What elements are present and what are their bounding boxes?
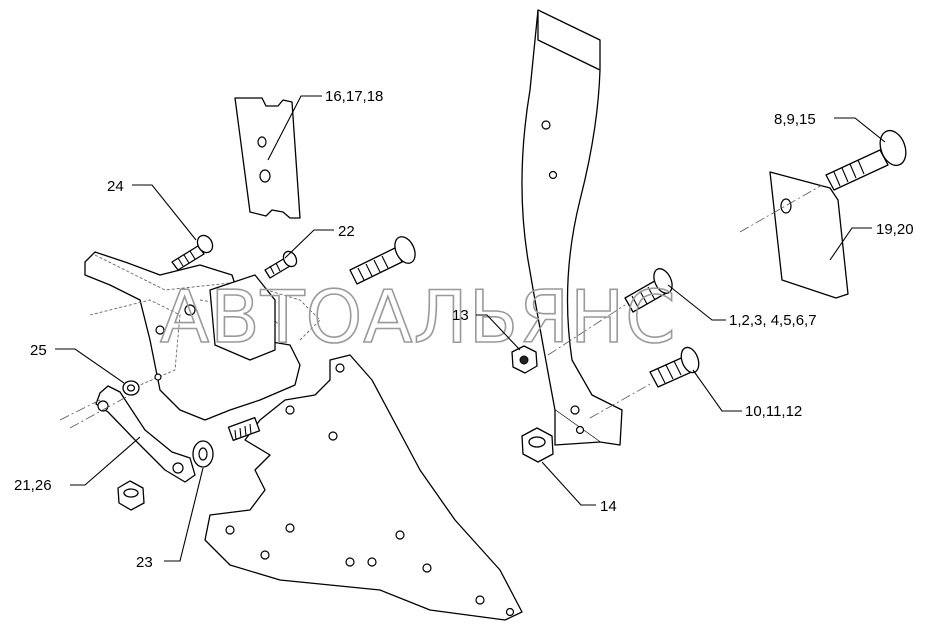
callout-16-17-18: 16,17,18 [325,88,383,105]
callout-25: 25 [30,342,47,359]
callout-23: 23 [136,554,153,571]
wear-plate [234,97,301,219]
callout-22: 22 [338,223,355,240]
bolt-1-7 [624,268,673,313]
nut-14 [521,427,554,463]
leader-lines [55,95,886,562]
callout-13: 13 [452,307,469,324]
threaded-stud [227,416,261,442]
callout-8-9-15: 8,9,15 [774,111,816,128]
blade-19-20 [769,171,849,299]
callout-1-7: 1,2,3, 4,5,6,7 [729,312,817,329]
watermark-text: АВТОАЛЬЯНС [160,275,677,359]
washer-23 [192,440,214,468]
nut-13 [511,345,538,374]
bolt-8-9-15 [825,129,907,191]
link-plate [95,385,196,483]
bracket-assembly [84,251,321,421]
callout-19-20: 19,20 [876,221,914,238]
callout-21-26: 21,26 [14,477,52,494]
mounting-plate [204,354,523,621]
shank-bar [521,9,623,446]
callout-10-11-12: 10,11,12 [745,403,802,420]
callout-24: 24 [107,178,124,195]
callout-14: 14 [600,498,617,515]
washer-25 [122,380,140,396]
center-lines [59,184,823,429]
bolt-large [349,236,416,285]
callout-labels: 16,17,18 24 22 8,9,15 19,20 13 1,2,3, 4,… [14,88,914,571]
nut-lower-left [117,480,145,511]
bolt-10-11-12 [649,346,700,388]
bolt-24 [171,234,214,271]
bolt-22 [264,250,298,279]
